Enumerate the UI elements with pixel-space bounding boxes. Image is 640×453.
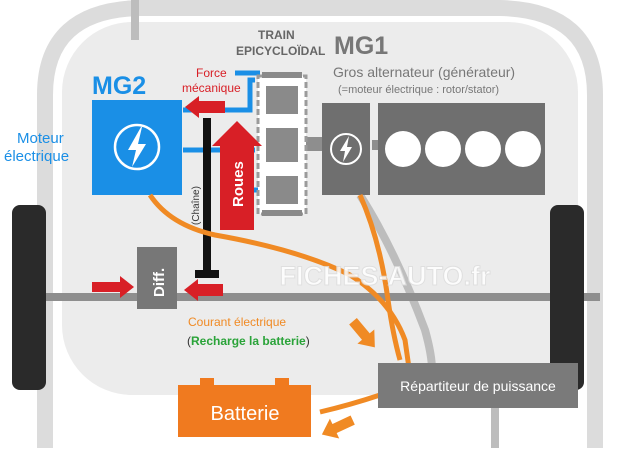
recharge-paren-close: ) xyxy=(305,334,310,348)
current-line-mg1 xyxy=(357,193,403,361)
mg2-lightning-bolt-icon xyxy=(113,123,161,171)
battery-terminal-left xyxy=(200,378,214,386)
recharge-paren-open: ( xyxy=(187,334,191,348)
right-wheel xyxy=(550,205,584,390)
recharge-line: (Recharge la batterie) xyxy=(187,334,310,348)
mg2-title: MG2 xyxy=(92,72,147,100)
gros-alternateur-label: Gros alternateur (générateur) xyxy=(333,64,516,80)
left-wheel xyxy=(12,205,46,390)
moteur-label-line2: électrique xyxy=(4,148,70,165)
force-label-line2: mécanique xyxy=(182,81,241,95)
cylinder-3 xyxy=(465,131,501,167)
current-to-batterie xyxy=(319,392,381,415)
watermark: FICHES-AUTO.fr xyxy=(279,261,490,291)
roues-label: Roues xyxy=(230,161,247,207)
rear-axle xyxy=(40,293,600,301)
force-arrow-diff-right xyxy=(184,279,223,301)
train-label-line2: EPICYCLOÏDAL xyxy=(236,44,326,58)
planetary-gear-train xyxy=(256,72,308,216)
chain-bottom-link xyxy=(195,270,219,278)
gray-cable-mg1 xyxy=(356,192,436,371)
batterie-label: Batterie xyxy=(211,403,280,425)
cylinder-2 xyxy=(425,131,461,167)
chassis-outline xyxy=(37,0,603,448)
moteur-label-line1: Moteur xyxy=(17,130,64,147)
mg1-title: MG1 xyxy=(334,32,389,60)
cylinder-4 xyxy=(505,131,541,167)
battery-terminal-right xyxy=(275,378,289,386)
drive-chain xyxy=(203,118,211,278)
force-arrow-mg2 xyxy=(185,96,225,118)
battery-box xyxy=(178,385,311,437)
differential-box xyxy=(137,247,177,309)
orange-arrow-1 xyxy=(349,318,375,348)
orange-arrow-2 xyxy=(321,415,355,439)
chain-label: (Chaîne) xyxy=(191,186,202,225)
mg1-lightning-bolt-icon xyxy=(330,133,362,165)
diff-label: Diff. xyxy=(151,268,168,297)
train-label-line1: TRAIN xyxy=(258,28,295,42)
repartiteur-label: Répartiteur de puissance xyxy=(400,378,556,394)
roues-arrow: Roues xyxy=(212,121,262,230)
force-label-line1: Force xyxy=(196,66,227,80)
cylinder-1 xyxy=(385,131,421,167)
recharge-label: Recharge la batterie xyxy=(191,334,306,348)
force-arrow-diff-left xyxy=(92,276,134,298)
power-split-box xyxy=(378,363,578,408)
moteur-electrique-note: (=moteur électrique : rotor/stator) xyxy=(338,84,500,96)
courant-label: Courant électrique xyxy=(188,315,287,329)
